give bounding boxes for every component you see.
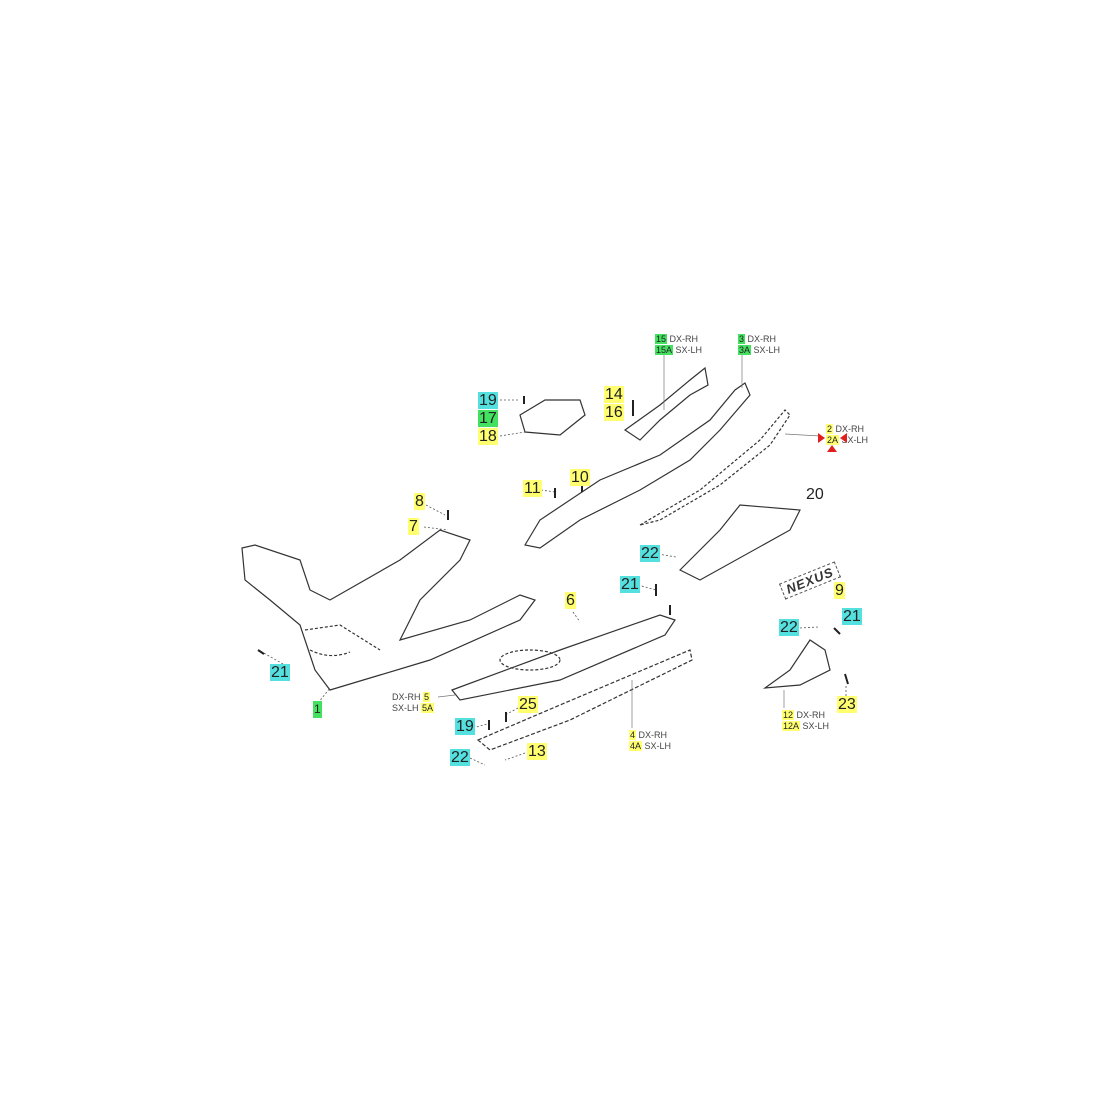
part-5-floorboard [451,614,676,701]
part-20-rear-panel [678,504,801,581]
callout-6: 6 [565,592,576,609]
callout-pair-5: DX-RH 5 SX-LH 5A [392,692,435,713]
callout-11: 11 [523,480,542,497]
callout-21: 21 [842,608,862,625]
red-arrow-icon [818,433,825,443]
callout-22: 22 [640,545,660,562]
red-arrow-icon [827,445,837,452]
callout-25: 25 [518,696,538,713]
part-3-side-cover [524,382,751,549]
callout-10: 10 [570,469,590,486]
part-17-cover [519,399,586,436]
callout-21: 21 [270,664,290,681]
callout-16: 16 [604,404,624,421]
callout-pair-2: 2 DX-RH 2A SX-LH [826,424,869,445]
callout-1: 1 [313,701,322,718]
part-1-leg-shield [241,529,536,691]
callout-pair-15: 15 DX-RH 15A SX-LH [655,334,703,355]
callout-pair-3: 3 DX-RH 3A SX-LH [738,334,781,355]
callout-19: 19 [455,718,475,735]
callout-pair-12: 12 DX-RH 12A SX-LH [782,710,830,731]
callout-8: 8 [414,493,425,510]
callout-7: 7 [408,518,419,535]
callout-13: 13 [527,743,547,760]
part-2-trim [639,409,791,526]
callout-18: 18 [478,428,498,445]
callout-19: 19 [478,392,498,409]
callout-9: 9 [834,582,845,599]
callout-17: 17 [478,410,498,427]
red-arrow-icon [840,433,847,443]
callout-pair-4: 4 DX-RH 4A SX-LH [629,730,672,751]
callout-20: 20 [806,486,824,503]
callout-23: 23 [837,696,857,713]
callout-22: 22 [450,749,470,766]
part-15-grab [623,366,709,441]
callout-21: 21 [620,576,640,593]
callout-14: 14 [604,386,624,403]
part-12-bracket [762,639,831,689]
callout-22: 22 [779,619,799,636]
part-4-side-strip [476,649,693,751]
